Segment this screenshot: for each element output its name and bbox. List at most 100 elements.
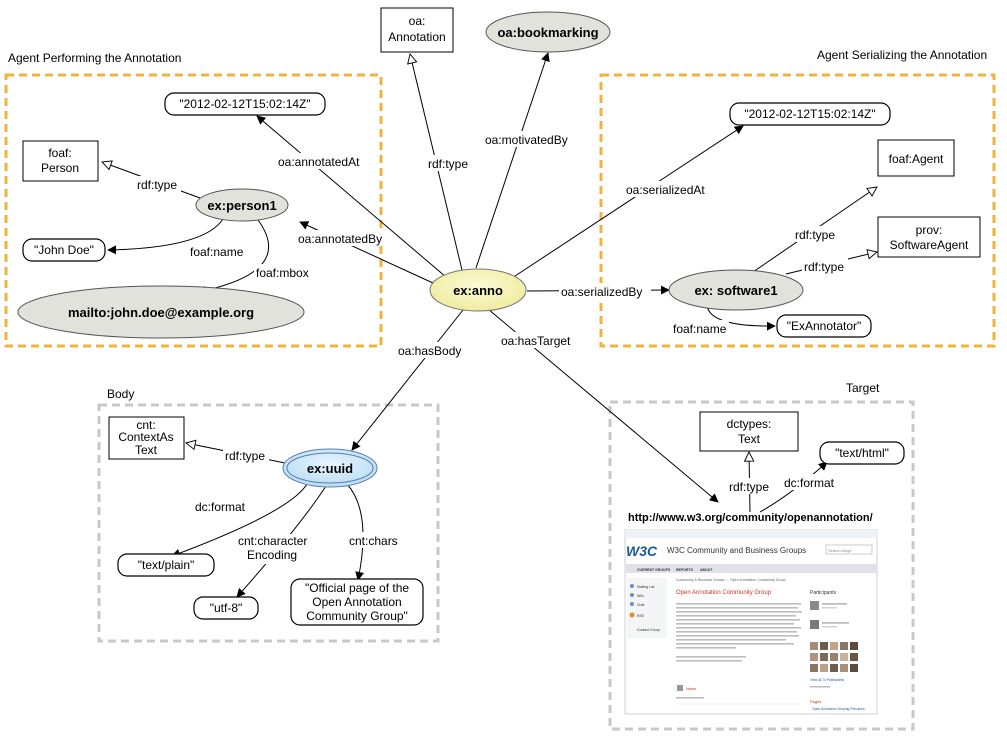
label-software-type-prov: rdf:type xyxy=(804,260,844,274)
frame-title-agent-performing: Agent Performing the Annotation xyxy=(8,51,181,65)
node-uuid: ex:uuid xyxy=(282,448,378,488)
node-utf8: "utf-8" xyxy=(193,596,259,620)
edge-uuid-encoding xyxy=(236,485,327,598)
label-target-format: dc:format xyxy=(784,476,835,490)
screenshot-pages: Pages xyxy=(810,699,821,704)
node-foaf-person-line1: foaf: xyxy=(48,146,71,160)
node-foaf-person: foaf: Person xyxy=(22,140,99,182)
node-chars-line1: "Official page of the xyxy=(305,581,409,595)
label-motivated-by: oa:motivatedBy xyxy=(485,133,568,147)
node-utf8-label: "utf-8" xyxy=(210,601,243,615)
node-software1-label: ex: software1 xyxy=(694,283,777,298)
node-exannotator: "ExAnnotator" xyxy=(776,314,872,338)
screenshot-side-3: Chat xyxy=(637,603,644,607)
node-chars: "Official page of the Open Annotation Co… xyxy=(290,578,424,626)
label-software-name: foaf:name xyxy=(673,322,727,336)
label-uuid-encoding-line1: cnt:character xyxy=(238,534,307,548)
node-exannotator-label: "ExAnnotator" xyxy=(787,319,862,333)
label-serialized-at: oa:serializedAt xyxy=(626,183,705,197)
screenshot-participant-faces xyxy=(810,642,858,672)
screenshot-banner: W3C Community and Business Groups xyxy=(667,546,806,555)
screenshot-heading: Open Annotation Community Group xyxy=(676,590,772,596)
edge-anno-serialized-at xyxy=(511,125,744,279)
node-john-doe: "John Doe" xyxy=(22,238,106,262)
screenshot-logo: W3C xyxy=(626,543,658,559)
screenshot-participants: Participants xyxy=(810,590,837,596)
node-cnt-type-line1: cnt: xyxy=(136,418,155,432)
screenshot-view-all: View all 74 Participants xyxy=(810,678,844,682)
screenshot-body-text xyxy=(676,603,802,662)
screenshot-side-2: Wiki xyxy=(637,594,644,598)
node-person1: ex:person1 xyxy=(195,188,289,222)
node-software1: ex: software1 xyxy=(668,269,804,311)
edge-uuid-chars xyxy=(346,483,365,581)
frame-target: Target xyxy=(608,381,915,731)
edge-person-name xyxy=(107,218,224,255)
screenshot-news: News xyxy=(686,686,696,691)
node-prov-agent-line1: prov: xyxy=(916,223,943,237)
node-text-html-label: "text/html" xyxy=(835,446,889,460)
target-screenshot: W3C W3C Community and Business Groups Se… xyxy=(624,529,878,715)
node-dctypes-line2: Text xyxy=(738,432,761,446)
label-has-body: oa:hasBody xyxy=(398,344,461,358)
node-oa-annotation-line1: oa: xyxy=(409,14,426,28)
label-person-mbox: foaf:mbox xyxy=(256,266,309,280)
label-person-name: foaf:name xyxy=(190,245,244,259)
screenshot-nav-3: ABOUT xyxy=(700,568,713,572)
label-uuid-chars: cnt:chars xyxy=(349,534,398,548)
node-cnt-type-line2: ContextAs xyxy=(118,430,173,444)
node-bookmarking-label: oa:bookmarking xyxy=(497,25,598,40)
frame-title-agent-serializing: Agent Serializing the Annotation xyxy=(817,48,987,62)
node-text-plain: "text/plain" xyxy=(117,553,215,577)
frame-agent-performing: Agent Performing the Annotation xyxy=(4,51,383,348)
label-has-target: oa:hasTarget xyxy=(501,334,571,348)
label-annotated-by: oa:annotatedBy xyxy=(298,232,382,246)
edge-labels: rdf:type oa:motivatedBy oa:annotatedAt o… xyxy=(135,131,848,564)
frame-title-body: Body xyxy=(107,387,134,401)
node-dctypes: dctypes: Text xyxy=(699,411,799,452)
label-annotated-at: oa:annotatedAt xyxy=(278,155,360,169)
label-software-type-agent: rdf:type xyxy=(795,228,835,242)
node-person1-label: ex:person1 xyxy=(207,198,276,213)
node-prov-agent-line2: SoftwareAgent xyxy=(890,238,969,252)
screenshot-scoping: Open Annotation Scoping Principles xyxy=(812,707,865,711)
node-foaf-person-line2: Person xyxy=(41,161,79,175)
node-serialized-time: "2012-02-12T15:02:14Z" xyxy=(729,102,891,126)
node-mailbox-label: mailto:john.doe@example.org xyxy=(68,305,254,320)
node-text-html: "text/html" xyxy=(819,441,905,465)
node-anno-label: ex:anno xyxy=(453,283,503,298)
node-prov-agent: prov: SoftwareAgent xyxy=(877,216,981,258)
screenshot-side-1: Mailing List xyxy=(637,585,655,589)
node-bookmarking: oa:bookmarking xyxy=(485,11,611,53)
edge-target-format xyxy=(759,461,828,513)
node-oa-annotation: oa: Annotation xyxy=(380,7,454,53)
node-anno: ex:anno xyxy=(429,268,527,312)
nodes: ex:anno oa: Annotation oa:bookmarking "2… xyxy=(17,7,981,626)
edge-uuid-format xyxy=(171,483,308,558)
node-foaf-agent-label: foaf:Agent xyxy=(889,152,944,166)
screenshot-side-5: Contact Group xyxy=(637,628,660,632)
screenshot-nav-1: CURRENT GROUPS xyxy=(637,568,671,572)
node-mailbox: mailto:john.doe@example.org xyxy=(17,285,305,339)
screenshot-nav-2: REPORTS xyxy=(676,568,694,572)
screenshot-search: Search blogs xyxy=(828,548,851,553)
node-text-plain-label: "text/plain" xyxy=(138,558,195,572)
node-john-doe-label: "John Doe" xyxy=(34,243,94,257)
node-foaf-agent: foaf:Agent xyxy=(877,139,955,177)
screenshot-side-4: RSS xyxy=(637,614,645,618)
edge-anno-annotated-at xyxy=(256,115,447,278)
node-oa-annotation-line2: Annotation xyxy=(388,30,445,44)
label-uuid-format: dc:format xyxy=(195,500,246,514)
node-cnt-type-line3: Text xyxy=(135,443,158,457)
label-uuid-encoding-line2: Encoding xyxy=(247,548,297,562)
node-dctypes-line1: dctypes: xyxy=(727,417,772,431)
label-person-type: rdf:type xyxy=(137,178,177,192)
screenshot-crumb: Community & Business Groups → Open Annot… xyxy=(676,578,786,582)
node-annotated-time-label: "2012-02-12T15:02:14Z" xyxy=(179,97,310,111)
frame-title-target: Target xyxy=(846,381,880,395)
edge-anno-has-body xyxy=(351,309,464,451)
label-uuid-type: rdf:type xyxy=(225,449,265,463)
node-serialized-time-label: "2012-02-12T15:02:14Z" xyxy=(744,107,875,121)
label-serialized-by: oa:serializedBy xyxy=(561,285,642,299)
